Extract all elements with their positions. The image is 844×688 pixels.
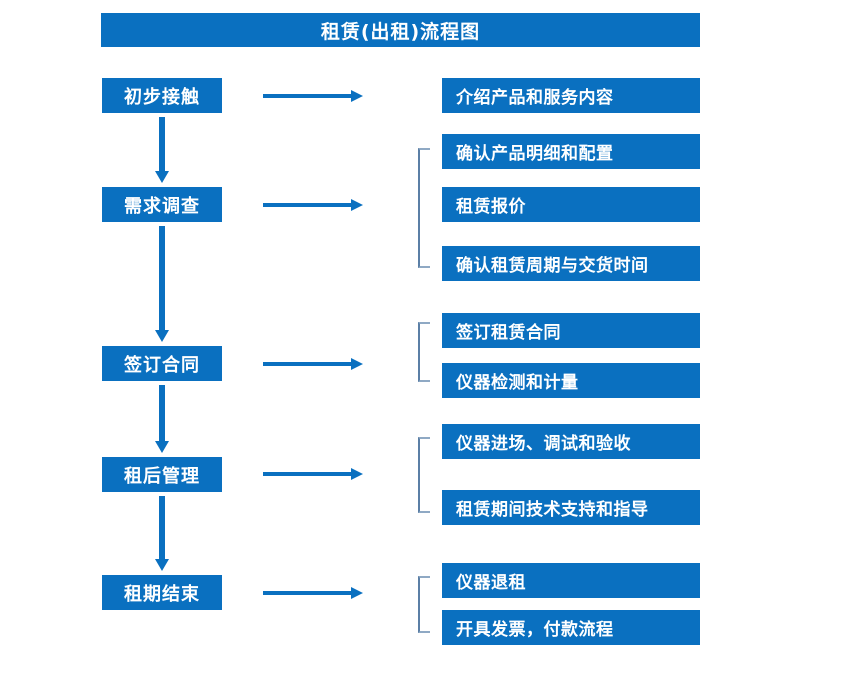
detail-box[interactable]: 介绍产品和服务内容 [442, 78, 700, 113]
detail-box[interactable]: 租赁报价 [442, 187, 700, 222]
stage-box[interactable]: 租期结束 [102, 575, 222, 610]
stage-box[interactable]: 需求调查 [102, 187, 222, 222]
detail-box[interactable]: 开具发票，付款流程 [442, 610, 700, 645]
detail-box[interactable]: 租赁期间技术支持和指导 [442, 490, 700, 525]
arrow-to-demand [263, 197, 363, 213]
stage-box[interactable]: 租后管理 [102, 457, 222, 492]
arrow-contract-to-postrent [154, 385, 170, 453]
bracket-post-rent [418, 437, 430, 513]
arrow-to-rent-end [263, 585, 363, 601]
bracket-rent-end [418, 576, 430, 633]
stage-box[interactable]: 签订合同 [102, 346, 222, 381]
detail-box[interactable]: 仪器检测和计量 [442, 363, 700, 398]
arrow-demand-to-contract [154, 226, 170, 342]
detail-box[interactable]: 仪器进场、调试和验收 [442, 424, 700, 459]
detail-box[interactable]: 签订租赁合同 [442, 313, 700, 348]
detail-box[interactable]: 确认租赁周期与交货时间 [442, 246, 700, 281]
stage-box[interactable]: 初步接触 [102, 78, 222, 113]
detail-box[interactable]: 仪器退租 [442, 563, 700, 598]
bracket-sign-contract [418, 322, 430, 382]
arrow-to-intro [263, 88, 363, 104]
arrow-postrent-to-end [154, 496, 170, 571]
arrow-to-post-rent [263, 466, 363, 482]
arrow-to-contract [263, 356, 363, 372]
page-title: 租赁(出租)流程图 [101, 13, 700, 47]
arrow-initial-to-demand [154, 117, 170, 183]
bracket-demand-survey [418, 148, 430, 268]
detail-box[interactable]: 确认产品明细和配置 [442, 134, 700, 169]
